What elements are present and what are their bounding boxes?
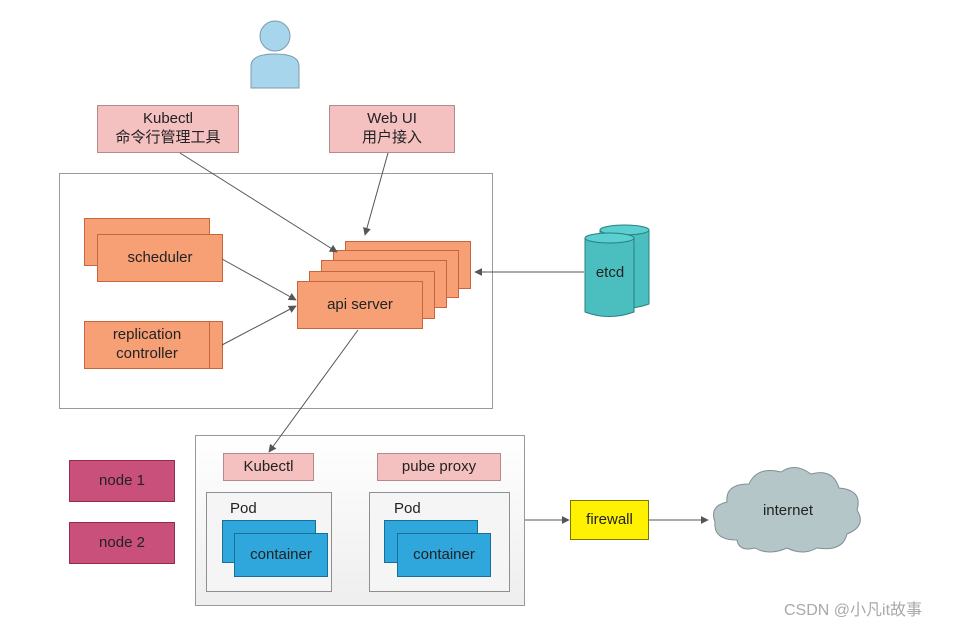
watermark: CSDN @小凡it故事 — [784, 602, 923, 619]
scheduler-label: scheduler — [127, 248, 193, 266]
scheduler-box: scheduler — [97, 234, 223, 282]
api-server-label: api server — [327, 295, 393, 313]
proxy-box: pube proxy — [377, 453, 501, 481]
cloud-icon — [713, 467, 861, 553]
replication-controller-box: replication controller — [84, 321, 210, 369]
container-1-box: container — [234, 533, 328, 577]
node-kubectl-box: Kubectl — [223, 453, 314, 481]
kubectl-cli-box: Kubectl 命令行管理工具 — [97, 105, 239, 153]
node-1-label: node 1 — [99, 471, 145, 489]
firewall-label: firewall — [586, 510, 633, 528]
replication-label-line1: replication — [112, 326, 182, 344]
node-1-box: node 1 — [69, 460, 175, 502]
api-server-box: api server — [297, 281, 423, 329]
container-1-label: container — [250, 545, 312, 563]
pod-2-label: Pod — [394, 500, 421, 517]
etcd-database-icon — [584, 224, 650, 317]
container-2-label: container — [413, 545, 475, 563]
pod-1-label: Pod — [230, 500, 257, 517]
etcd-label: etcd — [595, 263, 625, 281]
container-2-box: container — [397, 533, 491, 577]
node-2-box: node 2 — [69, 522, 175, 564]
proxy-label: pube proxy — [401, 457, 477, 475]
node-kubectl-label: Kubectl — [243, 457, 294, 475]
node-2-label: node 2 — [99, 533, 145, 551]
kubectl-cli-subtitle: 命令行管理工具 — [115, 129, 221, 146]
kubectl-cli-title: Kubectl — [142, 110, 194, 128]
web-ui-subtitle: 用户接入 — [361, 129, 422, 146]
replication-label-line2: controller — [116, 345, 178, 362]
firewall-box: firewall — [570, 500, 649, 540]
user-icon — [250, 20, 300, 89]
web-ui-box: Web UI 用户接入 — [329, 105, 455, 153]
web-ui-title: Web UI — [367, 110, 417, 128]
internet-label: internet — [762, 501, 814, 519]
